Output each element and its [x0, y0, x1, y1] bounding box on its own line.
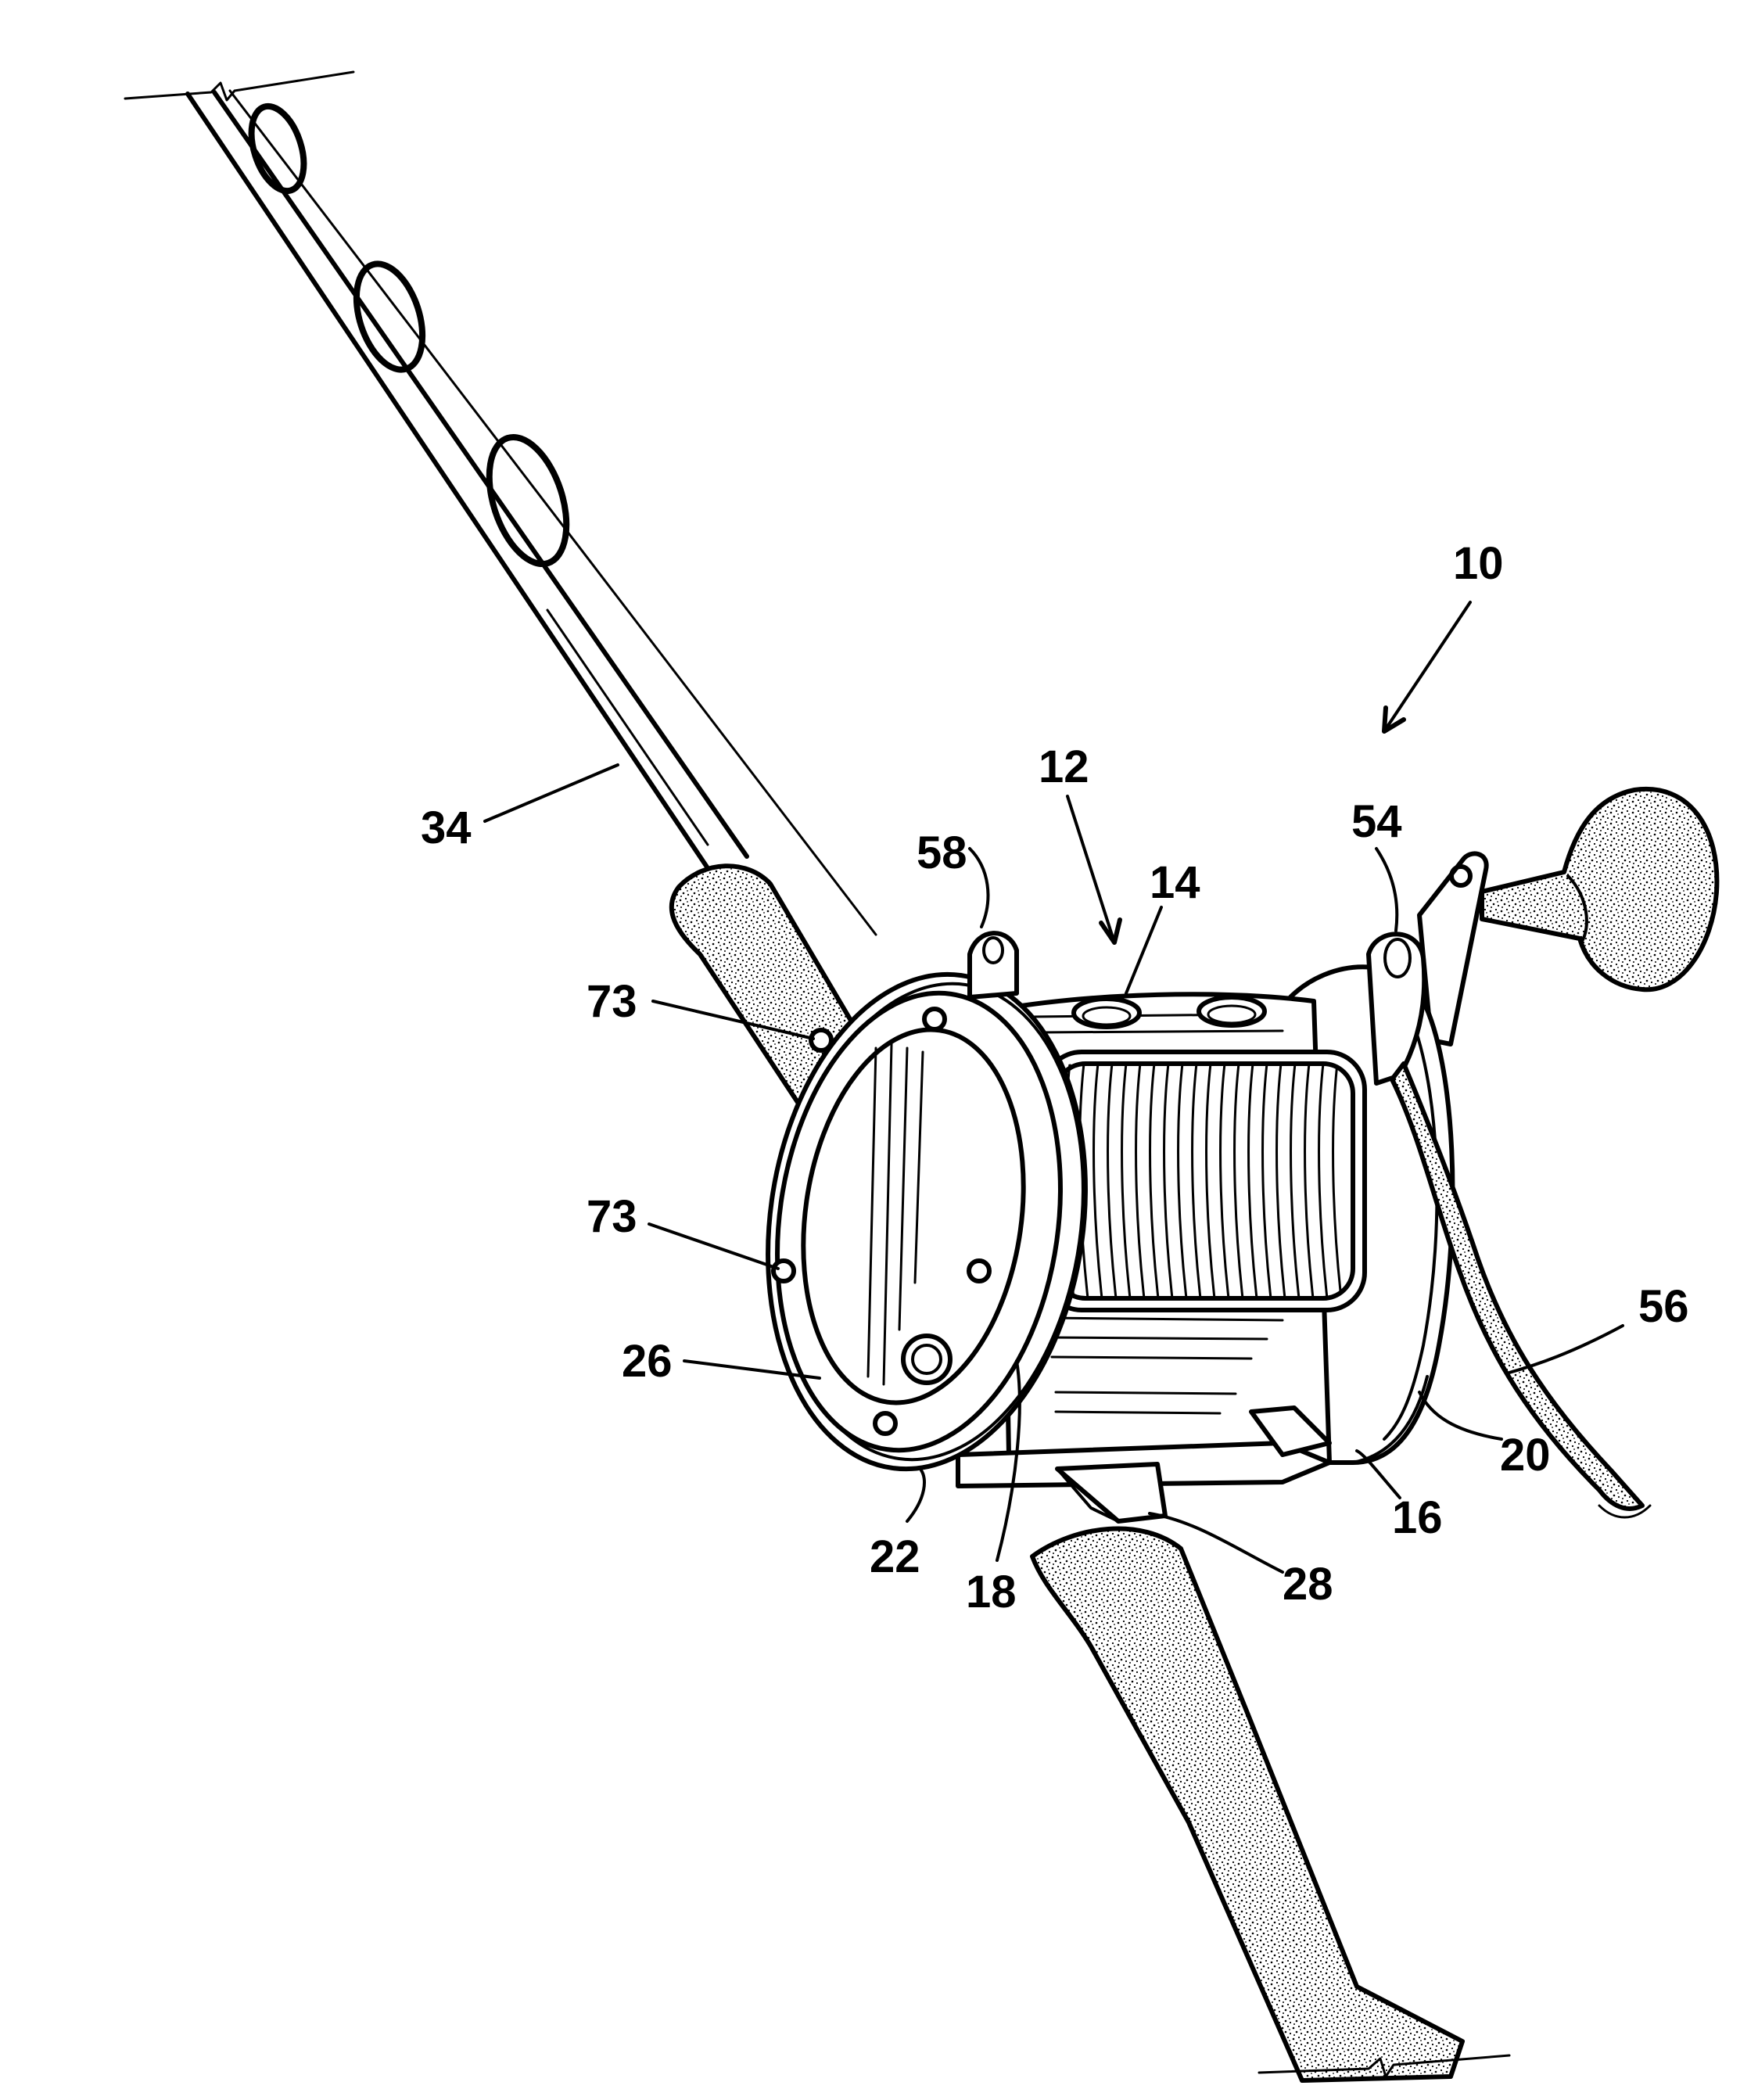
screw-mid-left: [773, 1261, 794, 1281]
ref-14: 14: [1150, 857, 1200, 908]
ref-16: 16: [1392, 1492, 1443, 1543]
ref-10: 10: [1453, 538, 1504, 589]
crank-knob: [1482, 789, 1717, 989]
leader-14: [1126, 907, 1161, 993]
leader-58: [970, 849, 988, 927]
leader-54: [1376, 849, 1397, 931]
ref-28: 28: [1283, 1559, 1333, 1610]
frame-hatch-5: [1052, 1357, 1251, 1359]
screw-top-right: [924, 1009, 945, 1029]
ref-73-middle: 73: [587, 1191, 637, 1242]
spool-line-wraps: [1044, 1064, 1357, 1298]
rod-rear-grip: [1032, 1529, 1462, 2080]
ref-56: 56: [1638, 1281, 1689, 1332]
crank-handle: [1419, 789, 1717, 1044]
ref-54: 54: [1351, 796, 1402, 847]
rod-blank-right-edge: [214, 92, 747, 856]
rod-break-line-top: [125, 72, 353, 100]
line-guide-2: [344, 256, 435, 379]
leader-20: [1419, 1392, 1501, 1439]
left-line-ear: [970, 933, 1017, 997]
leader-22: [907, 1470, 924, 1521]
ref-12: 12: [1039, 741, 1089, 792]
leader-34: [485, 765, 618, 821]
drag-knob: [903, 1336, 950, 1383]
ref-22: 22: [870, 1531, 920, 1582]
frame-hatch-4: [1048, 1337, 1267, 1339]
leader-73b: [649, 1224, 778, 1269]
leader-10: [1384, 602, 1470, 731]
screw-bottom: [875, 1413, 895, 1434]
ref-58: 58: [917, 827, 967, 878]
frame-hatch-7: [1056, 1412, 1220, 1413]
ref-73-top: 73: [587, 976, 637, 1027]
frame-hatch-6: [1056, 1392, 1236, 1394]
screw-mid-right: [969, 1261, 989, 1281]
ref-20: 20: [1500, 1430, 1551, 1481]
rod-blank-highlight: [547, 610, 708, 845]
rod-blank-left-edge: [188, 94, 708, 868]
ref-34: 34: [421, 802, 472, 853]
leader-12: [1067, 796, 1114, 942]
screw-top-left: [811, 1030, 831, 1050]
leader-10-arrowhead: [1384, 708, 1404, 731]
line-guide-3: [475, 428, 581, 574]
fishing-line: [230, 91, 876, 935]
frame-hatch-2: [1040, 1031, 1283, 1032]
ref-26: 26: [622, 1336, 673, 1387]
ref-18: 18: [966, 1567, 1017, 1617]
